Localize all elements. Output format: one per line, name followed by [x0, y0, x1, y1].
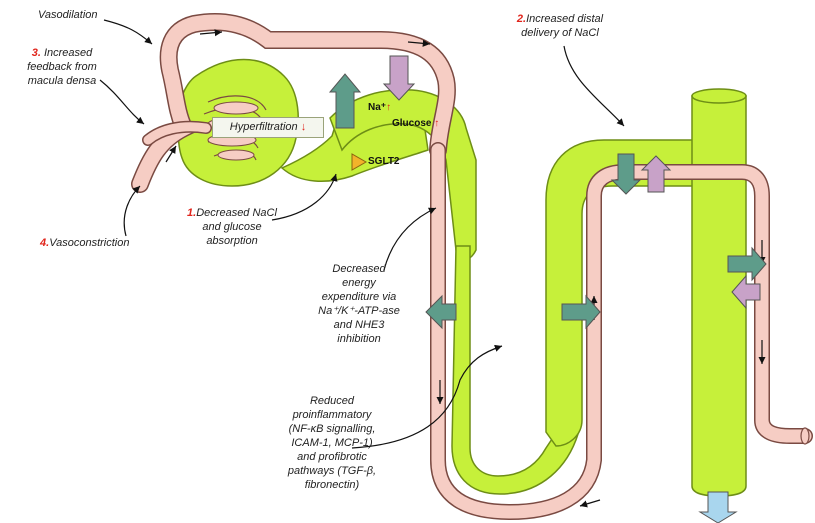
energy-line-3: expenditure via: [322, 291, 397, 303]
collecting-duct-top: [692, 89, 746, 103]
down-arrow-icon: ↓: [301, 121, 307, 133]
distal-number: 2.: [517, 13, 526, 25]
peritubular-capillary: [438, 150, 805, 512]
vasodilation-text: Vasodilation: [38, 9, 98, 21]
energy-line-1: Decreased: [332, 263, 385, 275]
vessel-end: [801, 428, 809, 444]
label-increased-distal-delivery: 2.Increased distal delivery of NaCl: [500, 12, 620, 40]
label-sglt2: SGLT2: [368, 156, 399, 167]
nacl-line-2: and glucose: [202, 221, 261, 233]
label-vasoconstriction: 4.Vasoconstriction: [40, 236, 130, 250]
energy-line-5: and NHE3: [334, 319, 385, 331]
label-decreased-energy: Decreased energy expenditure via Na⁺/K⁺-…: [304, 262, 414, 346]
label-decreased-nacl: 1.Decreased NaCl and glucose absorption: [178, 206, 286, 248]
vaso-number: 4.: [40, 237, 49, 249]
nacl-line-3: absorption: [206, 235, 257, 247]
reduced-line-1: Reduced: [310, 395, 354, 407]
nacl-number: 1.: [187, 207, 196, 219]
up-arrow-icon: ↑: [434, 118, 439, 129]
feedback-line-2: feedback from: [27, 61, 97, 73]
hyperfiltration-box: Hyperfiltration ↓: [212, 117, 324, 138]
reduced-line-3: (NF-κB signalling,: [289, 423, 376, 435]
feedback-line-3: macula densa: [28, 75, 97, 87]
nacl-line-1: Decreased NaCl: [196, 207, 277, 219]
reduced-line-6: pathways (TGF-β,: [288, 465, 376, 477]
na-text: Na⁺: [368, 102, 386, 113]
label-na: Na⁺↑: [368, 102, 391, 113]
distal-line-2: delivery of NaCl: [521, 27, 599, 39]
blue-down-arrow: [700, 492, 736, 523]
distal-line-1: Increased distal: [526, 13, 603, 25]
energy-line-4: Na⁺/K⁺-ATP-ase: [318, 305, 400, 317]
vasoconstriction-text: Vasoconstriction: [49, 237, 129, 249]
hyperfiltration-text: Hyperfiltration: [230, 121, 298, 133]
energy-line-2: energy: [342, 277, 376, 289]
feedback-number: 3.: [32, 47, 41, 59]
reduced-line-7: fibronectin): [305, 479, 359, 491]
up-arrow-icon: ↑: [386, 102, 391, 113]
energy-line-6: inhibition: [337, 333, 380, 345]
glucose-text: Glucose: [392, 118, 431, 129]
label-glucose: Glucose ↑: [392, 118, 439, 129]
reduced-line-2: proinflammatory: [293, 409, 372, 421]
label-reduced-pathways: Reduced proinflammatory (NF-κB signallin…: [272, 394, 392, 492]
label-increased-feedback: 3. Increased feedback from macula densa: [6, 46, 118, 88]
reduced-line-4: ICAM-1, MCP-1): [291, 437, 372, 449]
feedback-line-1: Increased: [44, 47, 92, 59]
reduced-line-5: and profibrotic: [297, 451, 367, 463]
label-vasodilation: Vasodilation: [38, 8, 98, 22]
sglt2-text: SGLT2: [368, 156, 399, 167]
